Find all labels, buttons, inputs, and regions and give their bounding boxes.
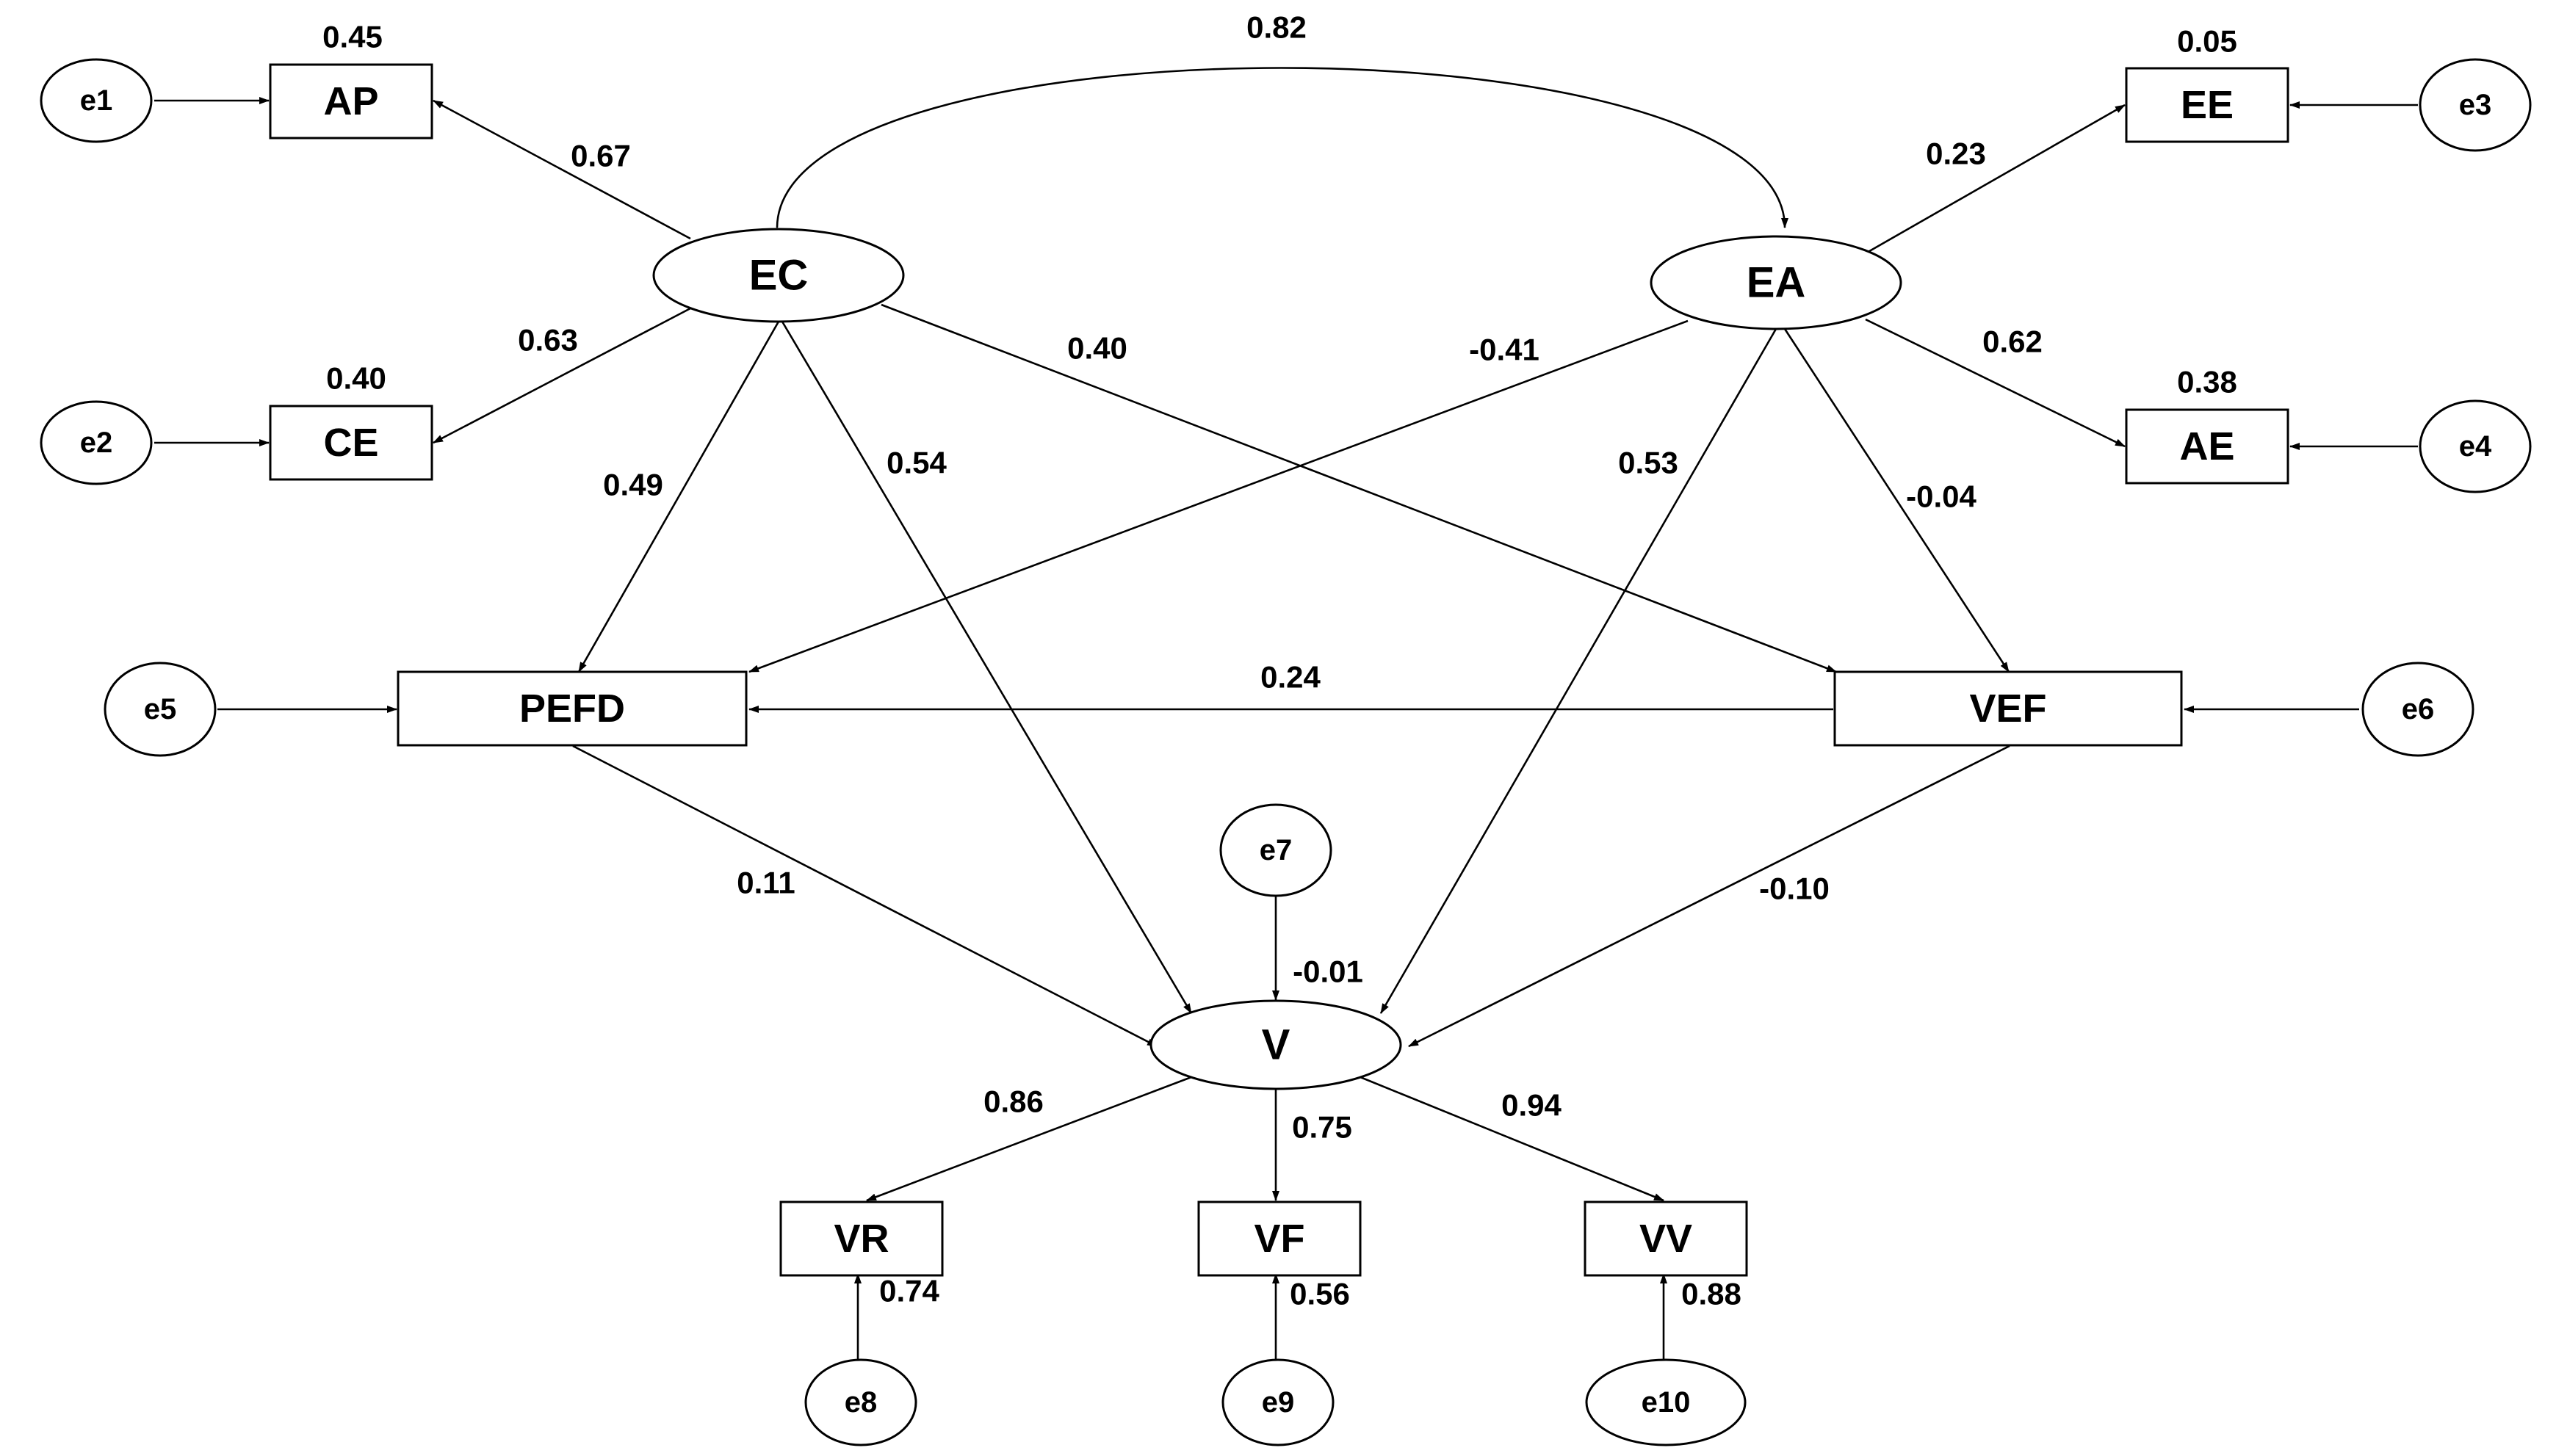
error-label-e5: e5	[144, 693, 177, 725]
arrow-v-vr	[866, 1076, 1192, 1202]
error-term-e8: e8	[804, 1358, 917, 1446]
error-label-e8: e8	[845, 1386, 878, 1419]
arrow-ea-ae	[1865, 318, 2126, 448]
observed-variable-ae: AE	[2125, 408, 2289, 485]
latent-label-ec: EC	[749, 252, 809, 300]
arrow-ec-pefd	[577, 321, 780, 673]
coef-e9-vf: 0.56	[1290, 1277, 1350, 1311]
path-arrows	[154, 67, 2418, 1360]
coef-ea-ae: 0.62	[1982, 325, 2043, 359]
coef-ec-v: 0.54	[887, 446, 947, 480]
error-term-e3: e3	[2419, 58, 2532, 152]
coef-v-vf: 0.75	[1292, 1110, 1352, 1145]
observed-label-ap: AP	[323, 79, 378, 123]
r-squared-ae: 0.38	[2177, 365, 2237, 399]
coef-v-vv: 0.94	[1501, 1088, 1562, 1123]
observed-variable-vr: VR	[779, 1200, 944, 1277]
latent-variable-v: V	[1149, 999, 1402, 1090]
arrow-ec-ce	[433, 307, 691, 444]
error-term-e4: e4	[2419, 399, 2532, 493]
error-label-e9: e9	[1262, 1386, 1295, 1419]
arrow-ea-pefd	[748, 319, 1689, 673]
coef-ec-ap: 0.67	[571, 139, 631, 173]
latent-variable-ec: EC	[652, 228, 905, 323]
error-label-e4: e4	[2459, 430, 2492, 463]
observed-variable-ap: AP	[269, 63, 433, 140]
arrow-v-vv	[1360, 1076, 1664, 1202]
coef-ea-vef: -0.04	[1906, 479, 1976, 514]
coef-ea-pefd: -0.41	[1469, 333, 1539, 367]
observed-variable-ee: EE	[2125, 67, 2289, 143]
observed-variable-ce: CE	[269, 405, 433, 481]
error-label-e2: e2	[80, 427, 113, 459]
arrow-ea-ee	[1865, 104, 2126, 255]
arrow-ea-v	[1379, 328, 1777, 1014]
coef-vef-v: -0.10	[1759, 872, 1830, 906]
path-coefficients: 0.82 0.67 0.63 0.23 0.62 0.40 -0.41 0.49…	[518, 10, 2043, 1311]
error-label-e1: e1	[80, 84, 113, 117]
r-squared-ee: 0.05	[2177, 24, 2237, 59]
error-label-e3: e3	[2459, 89, 2492, 121]
observed-label-vf: VF	[1254, 1217, 1304, 1261]
arrow-ec-ap	[433, 99, 691, 240]
arrow-ec-vef	[881, 303, 1837, 673]
latent-variable-ea: EA	[1650, 235, 1902, 330]
coef-ea-ee: 0.23	[1926, 137, 1986, 171]
arrow-pefd-v	[572, 745, 1158, 1048]
arrow-ec-v	[781, 321, 1193, 1014]
observed-label-vv: VV	[1639, 1217, 1692, 1261]
error-label-e6: e6	[2402, 693, 2435, 725]
error-term-e9: e9	[1221, 1358, 1335, 1446]
coef-e10-vv: 0.88	[1681, 1277, 1741, 1311]
r-squared-ce: 0.40	[326, 361, 386, 396]
coef-vef-pefd: 0.24	[1260, 660, 1321, 695]
observed-label-ae: AE	[2179, 424, 2234, 468]
observed-label-pefd: PEFD	[519, 687, 625, 731]
observed-label-vef: VEF	[1969, 687, 2046, 731]
latent-label-ea: EA	[1747, 259, 1806, 307]
observed-variable-vf: VF	[1197, 1200, 1362, 1277]
coef-ec-pefd: 0.49	[603, 468, 663, 502]
error-term-e6: e6	[2361, 662, 2474, 757]
observed-label-ee: EE	[2181, 83, 2234, 127]
error-term-e2: e2	[40, 400, 153, 485]
r-squared-labels: 0.45 0.40 0.05 0.38	[322, 20, 2237, 399]
observed-variable-vef: VEF	[1833, 670, 2183, 747]
observed-label-ce: CE	[323, 421, 378, 465]
error-label-e10: e10	[1642, 1386, 1691, 1419]
arrow-vef-v	[1408, 745, 2010, 1048]
coef-ec-ce: 0.63	[518, 323, 578, 358]
coef-e8-vr: 0.74	[879, 1274, 939, 1308]
error-term-e10: e10	[1585, 1358, 1747, 1446]
coef-v-vr: 0.86	[983, 1084, 1044, 1119]
coef-pefd-v: 0.11	[737, 866, 795, 900]
coef-ec-ea: 0.82	[1246, 10, 1307, 45]
observed-variable-pefd: PEFD	[397, 670, 748, 747]
arrow-ea-vef	[1783, 328, 2010, 673]
error-term-e1: e1	[40, 58, 153, 143]
error-term-e5: e5	[104, 662, 217, 757]
r-squared-ap: 0.45	[322, 20, 383, 54]
coef-ea-v: 0.53	[1618, 446, 1678, 480]
covariance-arc-ec-ea	[773, 67, 1788, 238]
observed-variable-vv: VV	[1584, 1200, 1748, 1277]
error-label-e7: e7	[1260, 834, 1293, 866]
latent-label-v: V	[1262, 1021, 1290, 1069]
coef-e7-v: -0.01	[1293, 955, 1363, 989]
error-term-e7: e7	[1219, 803, 1332, 897]
coef-ec-vef: 0.40	[1067, 331, 1127, 366]
observed-label-vr: VR	[834, 1217, 889, 1261]
